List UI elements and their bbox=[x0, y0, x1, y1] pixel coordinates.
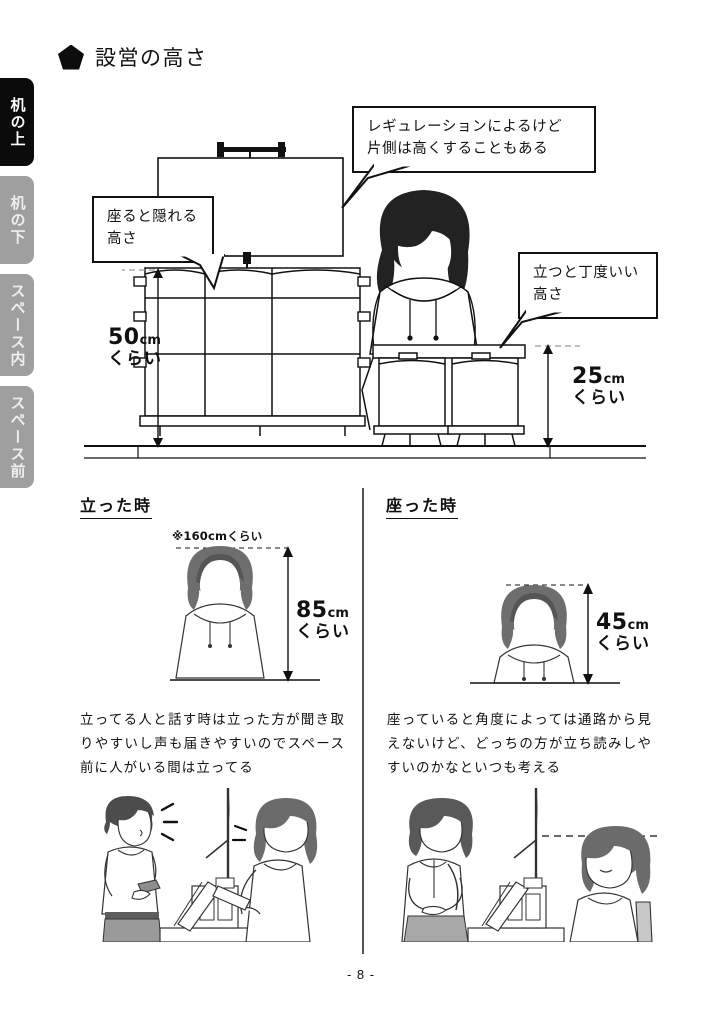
measure-approx: くらい bbox=[572, 388, 626, 409]
paragraph-seated: 座っていると角度によっては通路から見えないけど、どっちの方が立ち読みしやすいのか… bbox=[387, 712, 652, 775]
note-total-height-160cm: ※160cmくらい bbox=[172, 529, 263, 543]
page-title-text: 設営の高さ bbox=[95, 47, 208, 70]
measure-25cm: 25cm くらい bbox=[572, 364, 626, 409]
measure-unit: cm bbox=[603, 372, 625, 387]
sidebar-tab-label: スペース前 bbox=[8, 394, 26, 480]
sidebar-tab-label: スペース内 bbox=[8, 282, 26, 368]
section-heading-seated: 座った時 bbox=[386, 492, 459, 519]
bubble-hidden-when-seated: 座ると隠れる 高さ bbox=[92, 196, 214, 263]
sidebar-tab-space-nai[interactable]: スペース内 bbox=[0, 274, 34, 376]
section-heading-text: 立った時 bbox=[80, 498, 153, 515]
bubble-line: 高さ bbox=[533, 286, 564, 303]
measure-approx: くらい bbox=[108, 349, 162, 370]
page-number: - 8 - bbox=[346, 967, 376, 982]
paragraph-standing: 立ってる人と話す時は立った方が聞き取りやすいし声も届きやすいのでスペース前に人が… bbox=[80, 712, 345, 775]
bubble-line: 立つと丁度いい bbox=[533, 265, 639, 281]
scene-standing-conversation bbox=[101, 788, 318, 942]
bubble-regulation: レギュレーションによるけど 片側は高くすることもある bbox=[352, 106, 596, 173]
pentagon-bullet-icon bbox=[58, 44, 84, 70]
bubble-line: レギュレーションによるけど bbox=[367, 119, 563, 135]
scene-seated-behind-table bbox=[401, 788, 658, 942]
section-heading-standing: 立った時 bbox=[80, 492, 153, 519]
sidebar-tab-tsukue-no-ue[interactable]: 机の上 bbox=[0, 78, 34, 166]
bubble-line: 座ると隠れる bbox=[107, 209, 198, 225]
bubble-line: 高さ bbox=[107, 230, 138, 247]
section-heading-text: 座った時 bbox=[386, 498, 459, 515]
measure-unit: cm bbox=[327, 606, 349, 621]
measure-value: 85 bbox=[296, 598, 328, 623]
measure-unit: cm bbox=[627, 618, 649, 633]
measure-50cm: 50cm くらい bbox=[108, 325, 162, 370]
bubble-line: 片側は高くすることもある bbox=[367, 140, 549, 157]
bubble-good-standing-height: 立つと丁度いい 高さ bbox=[518, 252, 658, 319]
measure-value: 45 bbox=[596, 610, 628, 635]
measure-45cm: 45cm くらい bbox=[596, 610, 650, 655]
measure-value: 50 bbox=[108, 325, 140, 350]
sidebar-tab-label: 机の上 bbox=[8, 96, 26, 148]
page-title: 設営の高さ bbox=[58, 42, 208, 72]
sidebar-tab-tsukue-no-shita[interactable]: 机の下 bbox=[0, 176, 34, 264]
section-divider bbox=[362, 488, 364, 954]
measure-approx: くらい bbox=[296, 622, 350, 643]
sidebar-tab-space-mae[interactable]: スペース前 bbox=[0, 386, 34, 488]
sidebar-tab-label: 机の下 bbox=[8, 194, 26, 246]
measure-value: 25 bbox=[572, 364, 604, 389]
measure-unit: cm bbox=[139, 333, 161, 348]
measure-approx: くらい bbox=[596, 634, 650, 655]
measure-85cm: 85cm くらい bbox=[296, 598, 350, 643]
